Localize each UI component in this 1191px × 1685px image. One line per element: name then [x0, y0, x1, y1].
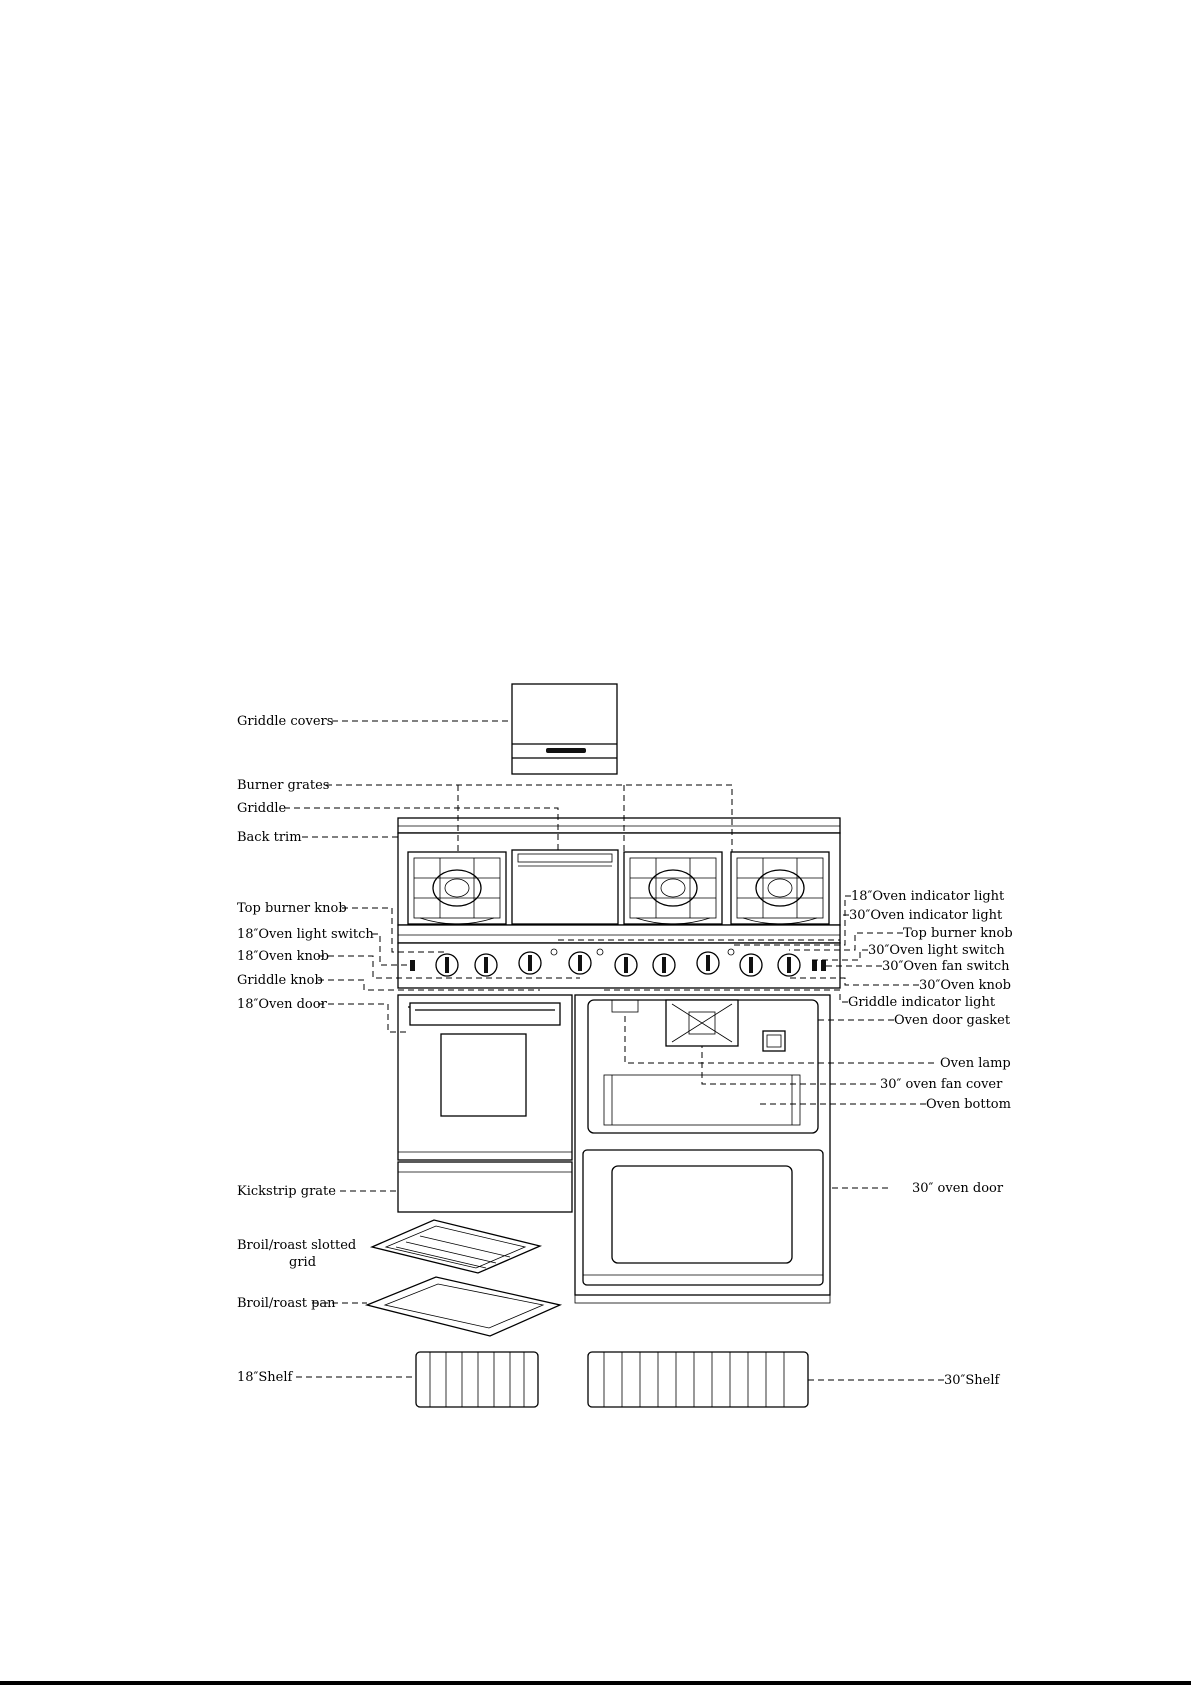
label-broil-grid-line1: Broil/roast slotted — [237, 1238, 356, 1253]
leader-lines — [284, 720, 944, 1381]
page-bottom-rule — [0, 1681, 1191, 1685]
burner-grate-3 — [730, 851, 830, 925]
label-griddle: Griddle — [237, 801, 287, 816]
label-oven30-fan-cover: 30″ oven fan cover — [880, 1077, 1003, 1092]
label-top-burner-knob-right: Top burner knob — [903, 926, 1013, 941]
label-oven-lamp: Oven lamp — [940, 1056, 1011, 1071]
label-oven18-knob: 18″Oven knob — [237, 949, 329, 964]
griddle-cover-drawing — [511, 683, 618, 775]
control-knobs — [410, 948, 826, 977]
left-labels: Griddle covers Burner grates Griddle Bac… — [237, 714, 374, 1385]
label-griddle-covers: Griddle covers — [237, 714, 333, 729]
label-oven30-door: 30″ oven door — [912, 1181, 1004, 1196]
burner-grate-1 — [407, 851, 507, 925]
label-top-burner-knob-left: Top burner knob — [237, 901, 347, 916]
broil-grid-drawing — [369, 1219, 543, 1274]
label-oven-door-gasket: Oven door gasket — [894, 1013, 1011, 1028]
oven18-drawing — [397, 994, 573, 1213]
label-oven18-indicator: 18″Oven indicator light — [851, 889, 1005, 904]
label-oven30-fan-switch: 30″Oven fan switch — [882, 959, 1010, 974]
right-labels: 18″Oven indicator light 30″Oven indicato… — [848, 889, 1013, 1388]
label-kickstrip-grate: Kickstrip grate — [237, 1184, 336, 1199]
label-oven-bottom: Oven bottom — [926, 1097, 1011, 1112]
label-oven30-indicator: 30″Oven indicator light — [849, 908, 1003, 923]
label-broil-grid-line2: grid — [289, 1255, 316, 1270]
label-oven30-knob: 30″Oven knob — [919, 978, 1011, 993]
label-oven18-door: 18″Oven door — [237, 997, 328, 1012]
label-shelf18: 18″Shelf — [237, 1370, 294, 1385]
label-oven18-light-switch: 18″Oven light switch — [237, 927, 374, 942]
label-griddle-knob: Griddle knob — [237, 973, 323, 988]
label-broil-pan: Broil/roast pan — [237, 1296, 336, 1311]
label-back-trim: Back trim — [237, 830, 302, 845]
shelf30-drawing — [587, 1351, 809, 1408]
broil-pan-drawing — [364, 1276, 563, 1337]
label-burner-grates: Burner grates — [237, 778, 329, 793]
griddle-plate — [511, 849, 619, 925]
burner-grate-2 — [623, 851, 723, 925]
oven30-drawing — [574, 994, 831, 1304]
shelf18-drawing — [415, 1351, 539, 1408]
label-shelf30: 30″Shelf — [944, 1373, 1001, 1388]
label-oven30-light-switch: 30″Oven light switch — [868, 943, 1005, 958]
label-griddle-indicator: Griddle indicator light — [848, 995, 996, 1010]
